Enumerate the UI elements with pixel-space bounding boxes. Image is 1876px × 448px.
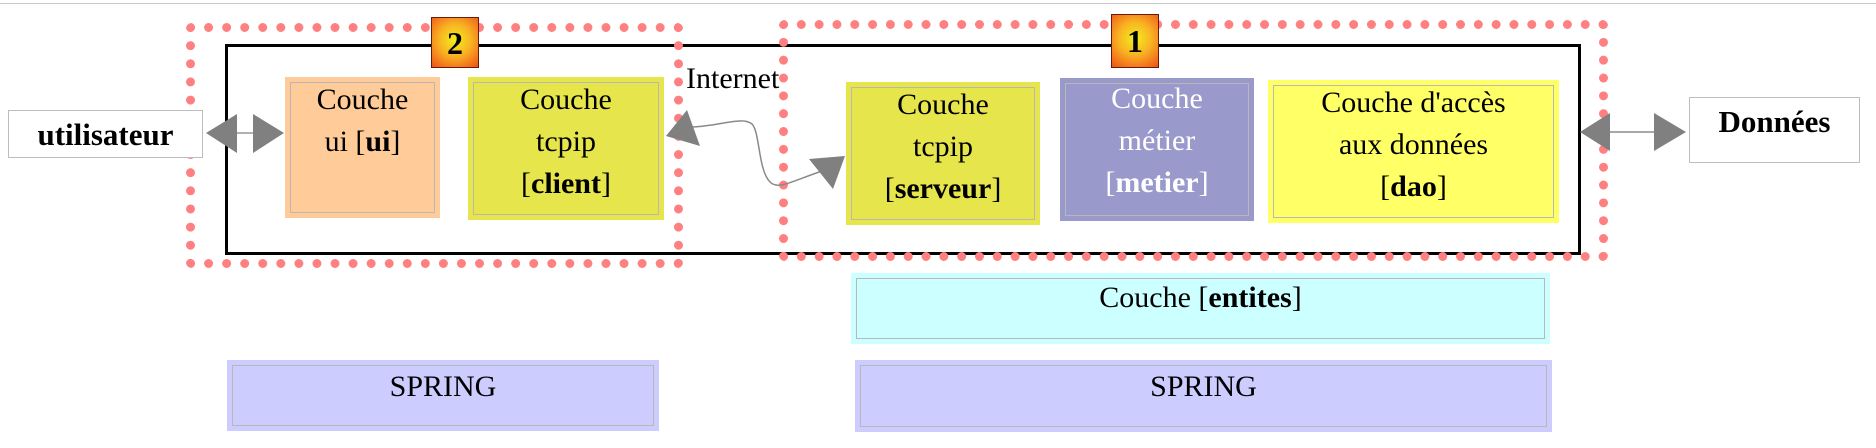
layer-dao-line1: Couche d'accès (1321, 86, 1506, 119)
spring-server: SPRING (855, 360, 1552, 432)
arrow-head-right-icon (1654, 113, 1686, 151)
layer-dao-line2: aux données (1338, 128, 1489, 161)
layer-tcpip-server-line3: [serveur] (884, 172, 1002, 205)
layer-metier-line2: métier (1118, 124, 1196, 157)
arrow-head-left-icon (206, 114, 237, 153)
layer-tcpip-server: Couche tcpip [serveur] (846, 82, 1040, 225)
dao-data-double-arrow (1580, 113, 1686, 151)
arrow-head-client-icon (666, 110, 700, 146)
badge-server-step: 1 (1111, 14, 1159, 68)
arrow-head-right-icon (253, 114, 284, 153)
internet-connection-arrow (666, 110, 845, 189)
badge-client-number: 2 (447, 25, 463, 61)
layer-tcpip-client-line1: Couche (520, 83, 612, 116)
layer-tcpip-client-line3: [client] (521, 167, 611, 200)
layer-tcpip-client: Couche tcpip [client] (468, 77, 664, 220)
spring-server-label: SPRING (1150, 370, 1257, 403)
arrow-head-server-icon (809, 156, 845, 189)
layer-ui: Couche ui [ui] (285, 77, 440, 218)
layer-dao-line3: [dao] (1380, 170, 1447, 203)
layer-tcpip-server-line1: Couche (897, 88, 989, 121)
layer-ui-line1: Couche (316, 83, 409, 116)
layer-tcpip-client-line2: tcpip (536, 125, 596, 158)
spring-client-label: SPRING (389, 370, 497, 403)
layer-metier: Couche métier [metier] (1060, 78, 1254, 221)
spring-client: SPRING (227, 360, 659, 431)
layer-metier-line1: Couche (1111, 82, 1203, 115)
layer-entites: Couche [entites] (851, 273, 1550, 344)
internet-label: Internet (686, 62, 780, 95)
arrow-head-left-icon (1580, 113, 1610, 151)
user-actor-label: utilisateur (37, 117, 174, 152)
data-store-box: Données (1689, 97, 1860, 163)
layer-entites-label: Couche [entites] (1099, 281, 1302, 314)
top-divider (0, 3, 1876, 4)
badge-server-number: 1 (1127, 23, 1143, 59)
layer-ui-line2: ui [ui] (324, 125, 401, 158)
user-ui-double-arrow (206, 114, 284, 153)
layer-tcpip-server-line2: tcpip (913, 130, 973, 163)
user-actor-box: utilisateur (8, 110, 203, 158)
badge-client-step: 2 (431, 17, 479, 68)
layer-metier-line3: [metier] (1105, 166, 1209, 199)
layer-dao: Couche d'accès aux données [dao] (1268, 80, 1559, 223)
data-store-label: Données (1718, 104, 1831, 139)
